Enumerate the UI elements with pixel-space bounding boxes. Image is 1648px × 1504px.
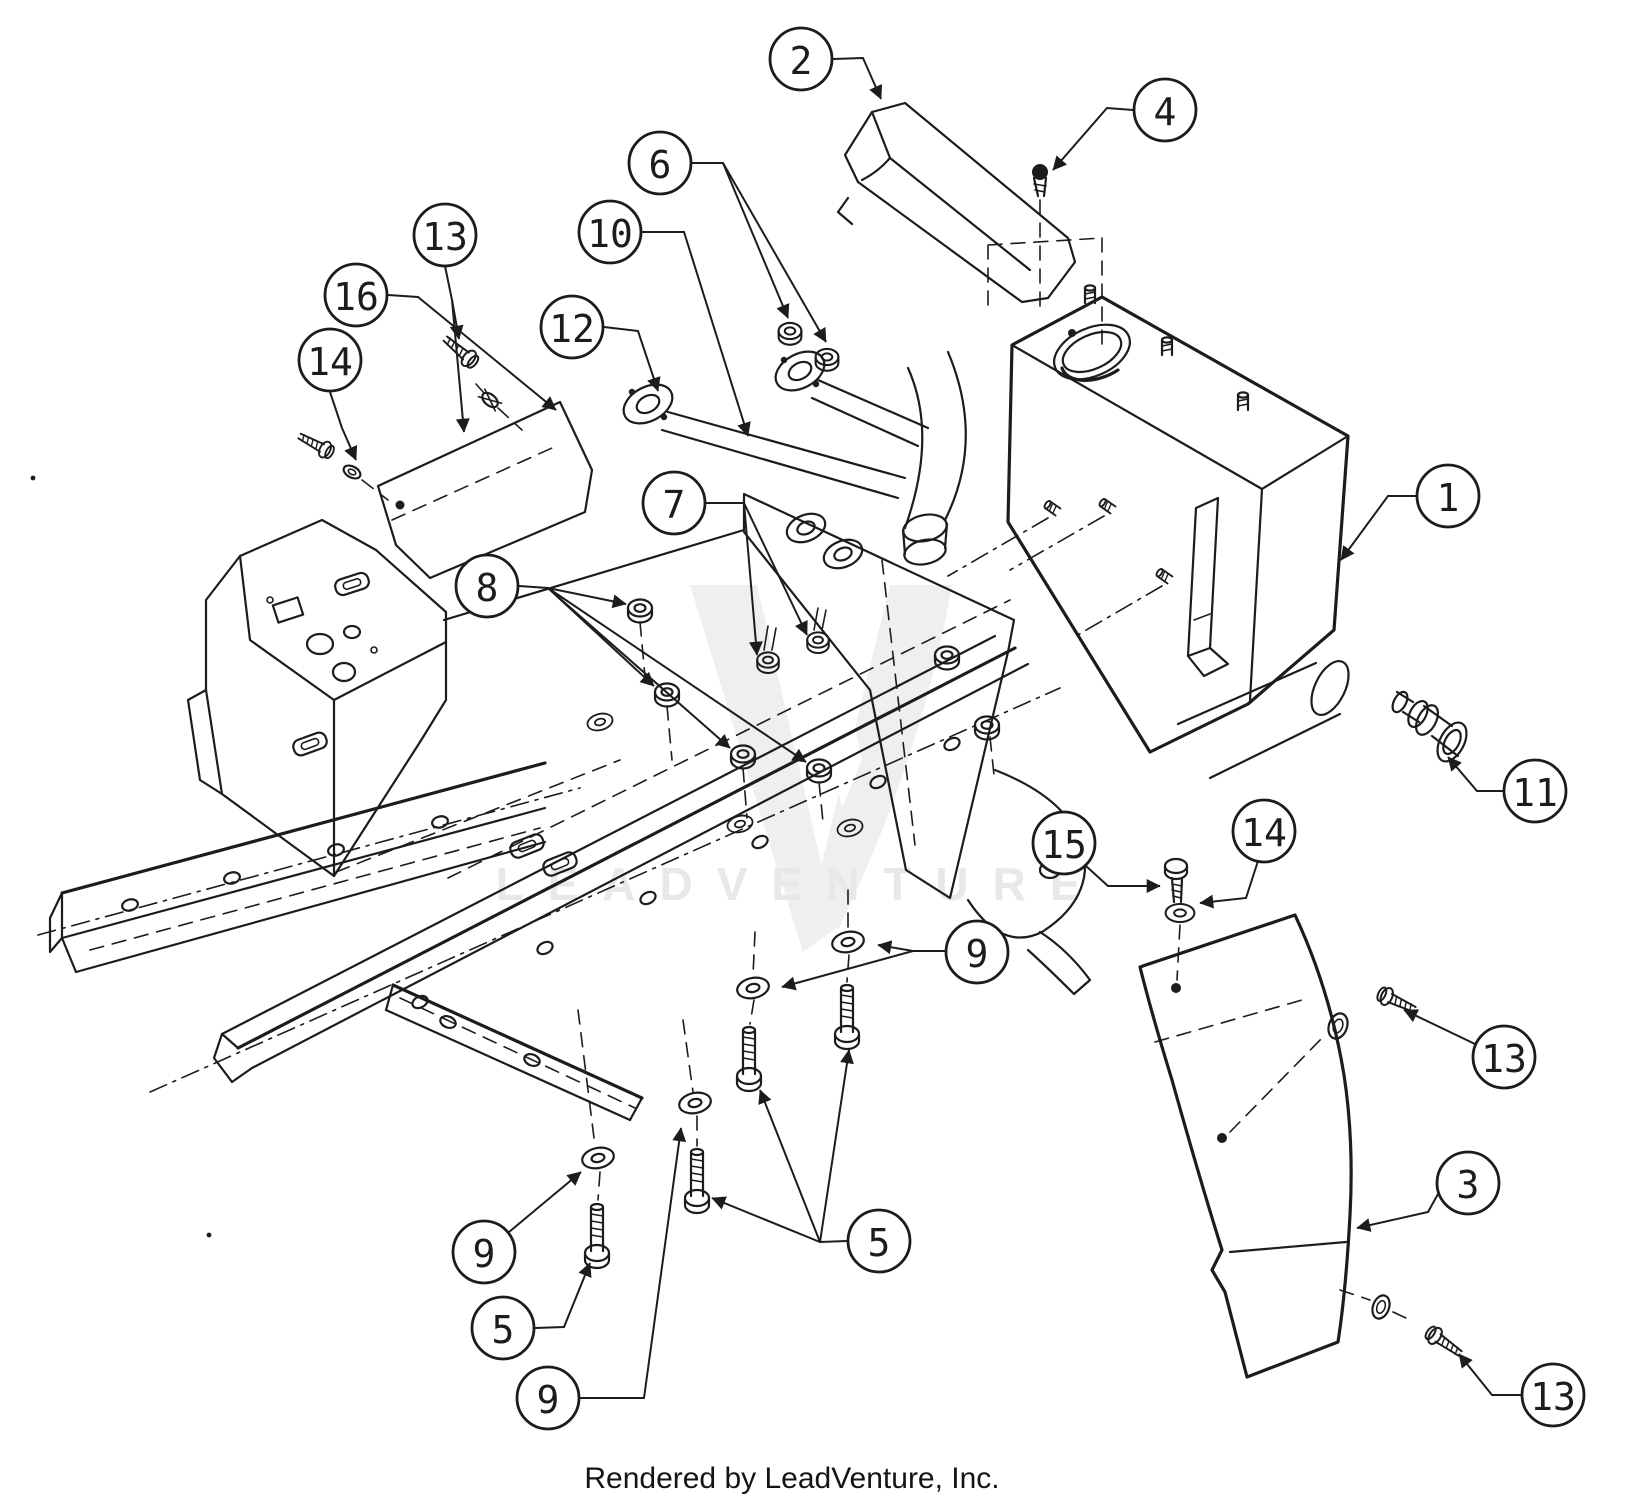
callout-balloon xyxy=(627,130,693,196)
exhaust-adapter xyxy=(1391,690,1468,763)
callout-balloon xyxy=(577,199,643,265)
callout-balloon xyxy=(1031,810,1097,876)
callout-13: 13 xyxy=(412,202,478,433)
callout-label: 2 xyxy=(790,39,813,83)
callout-9: 9 xyxy=(781,919,1010,991)
callout-label: 11 xyxy=(1512,771,1558,815)
callout-1: 1 xyxy=(1340,463,1481,561)
callout-16: 16 xyxy=(323,262,557,411)
exhaust-pipe-assembly xyxy=(622,321,967,570)
callout-balloon xyxy=(323,262,389,328)
callout-10: 10 xyxy=(577,199,751,437)
callout-balloon xyxy=(297,327,363,393)
callout-balloon xyxy=(1471,1024,1537,1090)
bracket-screw-14 xyxy=(294,427,389,501)
callout-12: 12 xyxy=(539,294,661,392)
callout-balloon xyxy=(454,553,520,619)
callout-13: 13 xyxy=(1403,1009,1537,1090)
callout-9: 9 xyxy=(515,1127,687,1431)
callout-label: 1 xyxy=(1437,476,1460,520)
heat-shield xyxy=(1138,913,1353,1379)
callout-15: 15 xyxy=(1031,810,1161,893)
shield-screw-13-lower xyxy=(1339,1289,1467,1362)
callout-label: 7 xyxy=(663,483,686,527)
callout-13: 13 xyxy=(1458,1353,1586,1428)
shield-washer-14 xyxy=(1164,903,1196,923)
shield-screw-13-upper xyxy=(1327,983,1420,1040)
callout-label: 12 xyxy=(549,307,595,351)
callout-2: 2 xyxy=(768,26,883,100)
callout-balloon xyxy=(539,294,605,360)
footer-credit: Rendered by LeadVenture, Inc. xyxy=(584,1462,999,1495)
callout-balloon xyxy=(944,919,1010,985)
underframe-hardware xyxy=(577,889,867,1270)
callout-8: 8 xyxy=(454,553,807,763)
callout-balloon xyxy=(1435,1150,1501,1216)
callout-5: 5 xyxy=(470,1262,592,1361)
callout-label: 16 xyxy=(333,275,379,319)
callout-11: 11 xyxy=(1447,756,1568,824)
left-frame-rail xyxy=(37,761,581,974)
callout-label: 9 xyxy=(966,932,989,976)
callout-balloon xyxy=(641,470,707,536)
callout-balloon xyxy=(1415,463,1481,529)
watermark-text: LEADVENTURE xyxy=(495,858,1104,910)
callout-label: 15 xyxy=(1041,823,1087,867)
shield-bolt-15 xyxy=(1163,857,1196,981)
callout-label: 13 xyxy=(1481,1037,1527,1081)
callout-balloon xyxy=(1520,1362,1586,1428)
pipe-clamp-nuts xyxy=(756,607,1001,776)
main-frame-rail xyxy=(149,599,1061,1093)
callout-label: 5 xyxy=(868,1221,891,1265)
callout-label: 4 xyxy=(1154,90,1177,134)
dash-tower xyxy=(186,518,580,879)
callout-balloon xyxy=(451,1219,517,1285)
callout-balloon xyxy=(1502,758,1568,824)
callout-balloon xyxy=(846,1208,912,1274)
callout-9: 9 xyxy=(451,1171,582,1285)
flange-nuts xyxy=(584,598,866,840)
page-dot xyxy=(30,475,36,481)
callout-label: 14 xyxy=(1241,811,1287,855)
callout-balloon xyxy=(1231,798,1297,864)
callout-label: 3 xyxy=(1457,1163,1480,1207)
callout-balloon xyxy=(470,1295,536,1361)
callout-14: 14 xyxy=(1199,798,1297,909)
muffler-shroud xyxy=(836,101,1077,304)
callout-5: 5 xyxy=(711,1049,912,1274)
callout-label: 13 xyxy=(422,215,468,259)
callout-3: 3 xyxy=(1356,1150,1501,1232)
pipe-flange-nut xyxy=(777,321,803,346)
callout-6: 6 xyxy=(627,130,827,343)
callout-label: 8 xyxy=(476,566,499,610)
mount-bracket-plate xyxy=(376,400,594,580)
callout-balloon xyxy=(768,26,834,92)
callout-label: 5 xyxy=(492,1308,515,1352)
callout-label: 9 xyxy=(537,1378,560,1422)
bracket-screw-13 xyxy=(438,330,523,431)
callout-7: 7 xyxy=(641,470,808,656)
callout-label: 9 xyxy=(473,1232,496,1276)
callout-label: 14 xyxy=(307,340,353,384)
callout-label: 6 xyxy=(649,143,672,187)
callout-4: 4 xyxy=(1052,77,1198,171)
callout-14: 14 xyxy=(297,327,363,461)
callout-balloon xyxy=(515,1365,581,1431)
frame-assembly xyxy=(149,492,1092,1093)
pipe-flange-nut xyxy=(814,347,840,372)
watermark: LEADVENTURE xyxy=(495,585,1104,952)
page-dot xyxy=(206,1232,212,1238)
callout-balloon xyxy=(412,202,478,268)
muffler xyxy=(947,284,1350,780)
callout-label: 13 xyxy=(1530,1375,1576,1419)
shroud-bolt xyxy=(987,164,1103,353)
callout-label: 10 xyxy=(587,212,633,256)
callout-balloon xyxy=(1132,77,1198,143)
